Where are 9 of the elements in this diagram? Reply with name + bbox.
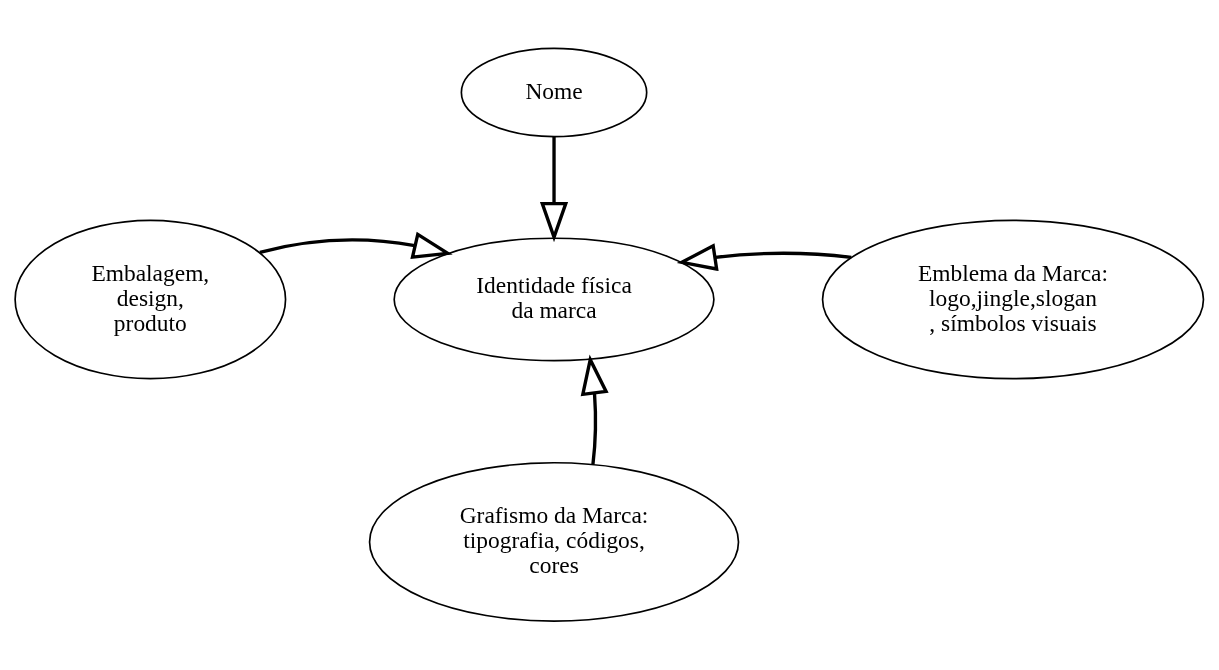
arrow (580, 354, 609, 465)
node-ellipse: Emblema da Marca: logo,jingle,slogan, símbolos visuais (821, 219, 1205, 380)
arrow (259, 231, 453, 260)
node-ellipse: Nome (460, 47, 648, 138)
node-ellipse: Embalagem, design, produto (14, 219, 287, 380)
node-ellipse: Identidade física da marca (393, 237, 715, 362)
arrow (676, 243, 852, 272)
arrow (539, 136, 569, 243)
node-ellipse: Grafismo da Marca: tipografia, códigos, cores (368, 461, 740, 622)
